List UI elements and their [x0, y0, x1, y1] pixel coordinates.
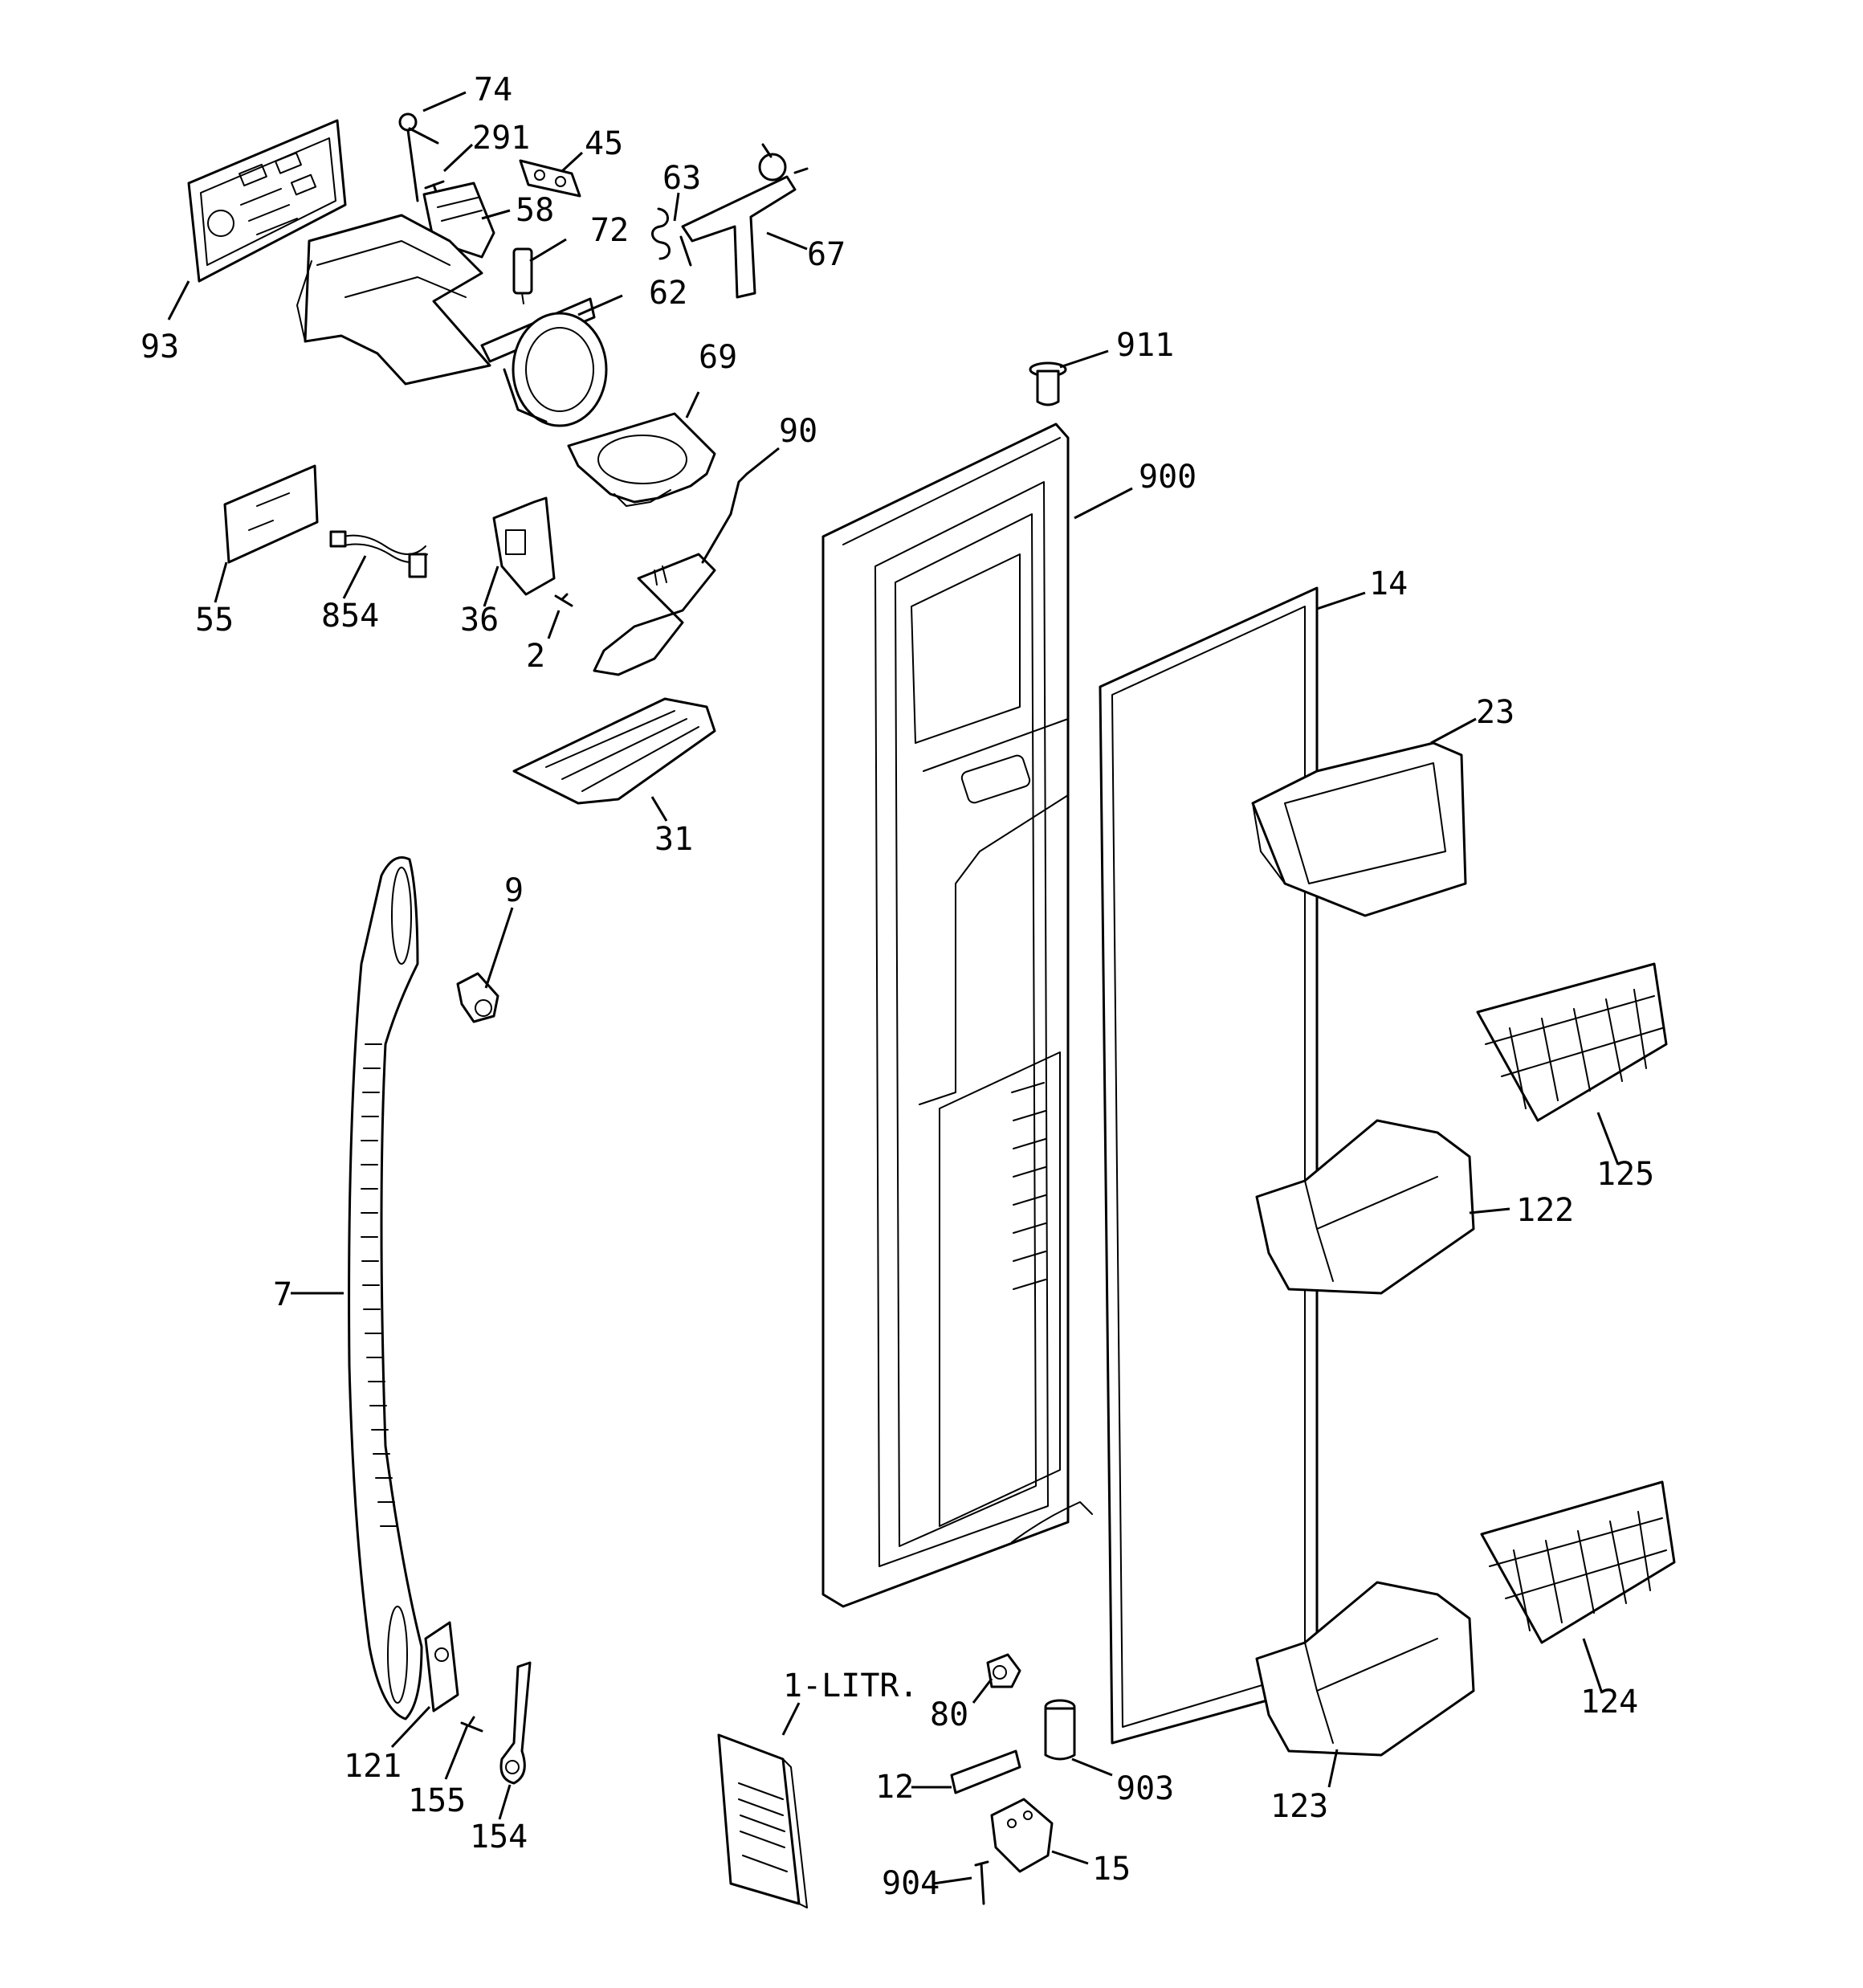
part-1-litr-booklet: [717, 1733, 808, 1908]
label-122: 122: [1516, 1192, 1574, 1229]
label-900: 900: [1139, 459, 1196, 496]
label-93: 93: [141, 329, 179, 365]
label-904: 904: [882, 1865, 940, 1902]
label-291: 291: [472, 120, 530, 157]
part-9-plug: [456, 972, 499, 1023]
label-124: 124: [1580, 1684, 1638, 1721]
label-45: 45: [585, 125, 623, 162]
label-123: 123: [1270, 1788, 1328, 1825]
label-63: 63: [662, 160, 701, 197]
handle-grip-ridges: [361, 1043, 397, 1527]
label-80: 80: [930, 1696, 968, 1733]
part-15-hinge: [990, 1798, 1054, 1873]
callout-labels: 74 291 45 63 58 72 67 62 93 911 69 90 90…: [141, 71, 1654, 1902]
label-9: 9: [504, 872, 524, 909]
leader-lines: [167, 91, 1620, 1885]
label-854: 854: [321, 598, 379, 635]
label-911: 911: [1116, 327, 1174, 364]
label-125: 125: [1596, 1156, 1654, 1193]
label-67: 67: [807, 236, 846, 273]
label-31: 31: [654, 821, 693, 858]
label-15: 15: [1092, 1851, 1131, 1888]
label-58: 58: [516, 192, 554, 229]
part-31-drip-grille: [512, 697, 716, 805]
part-69-chute: [567, 412, 716, 507]
label-74: 74: [474, 71, 512, 108]
part-911-cap: [1029, 361, 1067, 406]
part-903-hinge-pin: [1044, 1699, 1076, 1761]
label-23: 23: [1476, 694, 1514, 731]
part-2-screw: [554, 593, 573, 607]
part-74-spring: [398, 112, 439, 202]
label-1-litr: 1-LITR.: [783, 1668, 919, 1704]
part-7-door-handle: [348, 856, 423, 1721]
label-62: 62: [649, 275, 687, 312]
part-72-switch: [512, 247, 533, 304]
part-123-door-bin: [1255, 1581, 1475, 1757]
label-14: 14: [1369, 565, 1408, 602]
label-121: 121: [344, 1748, 402, 1785]
part-155-screw: [460, 1716, 483, 1733]
label-72: 72: [590, 212, 629, 249]
part-67-lever: [681, 143, 809, 299]
part-12-plate: [950, 1749, 1021, 1794]
label-12: 12: [875, 1769, 914, 1806]
part-14-door-gasket: [1099, 586, 1319, 1745]
part-45-bracket: [519, 159, 581, 198]
part-36-bracket: [492, 496, 556, 596]
label-36: 36: [460, 602, 499, 639]
label-7: 7: [273, 1276, 292, 1313]
label-69: 69: [699, 339, 737, 376]
part-62-ring: [480, 297, 608, 427]
part-121-handle-bracket: [424, 1621, 459, 1712]
part-23-door-bin: [1251, 741, 1467, 917]
label-55: 55: [195, 602, 234, 639]
label-155: 155: [408, 1782, 466, 1819]
label-903: 903: [1116, 1770, 1174, 1807]
label-154: 154: [470, 1819, 528, 1855]
part-854-wire-harness: [329, 530, 428, 578]
part-122-door-bin: [1255, 1119, 1475, 1295]
part-55-circuit-board: [223, 464, 319, 564]
part-154-tool: [499, 1661, 532, 1785]
part-80-plug: [986, 1653, 1021, 1688]
part-90-dispenser-arm: [593, 472, 748, 676]
part-125-wire-basket: [1476, 962, 1668, 1122]
part-124-wire-basket: [1480, 1480, 1676, 1644]
part-900-door: [821, 423, 1093, 1608]
part-63-spring: [651, 207, 692, 267]
label-2: 2: [526, 638, 545, 675]
door-shelf-slots: [1011, 1082, 1046, 1290]
part-93-control-panel: [187, 119, 347, 283]
part-904-screw: [974, 1860, 989, 1905]
part-dispenser-housing: [296, 214, 491, 386]
label-90: 90: [779, 413, 817, 450]
